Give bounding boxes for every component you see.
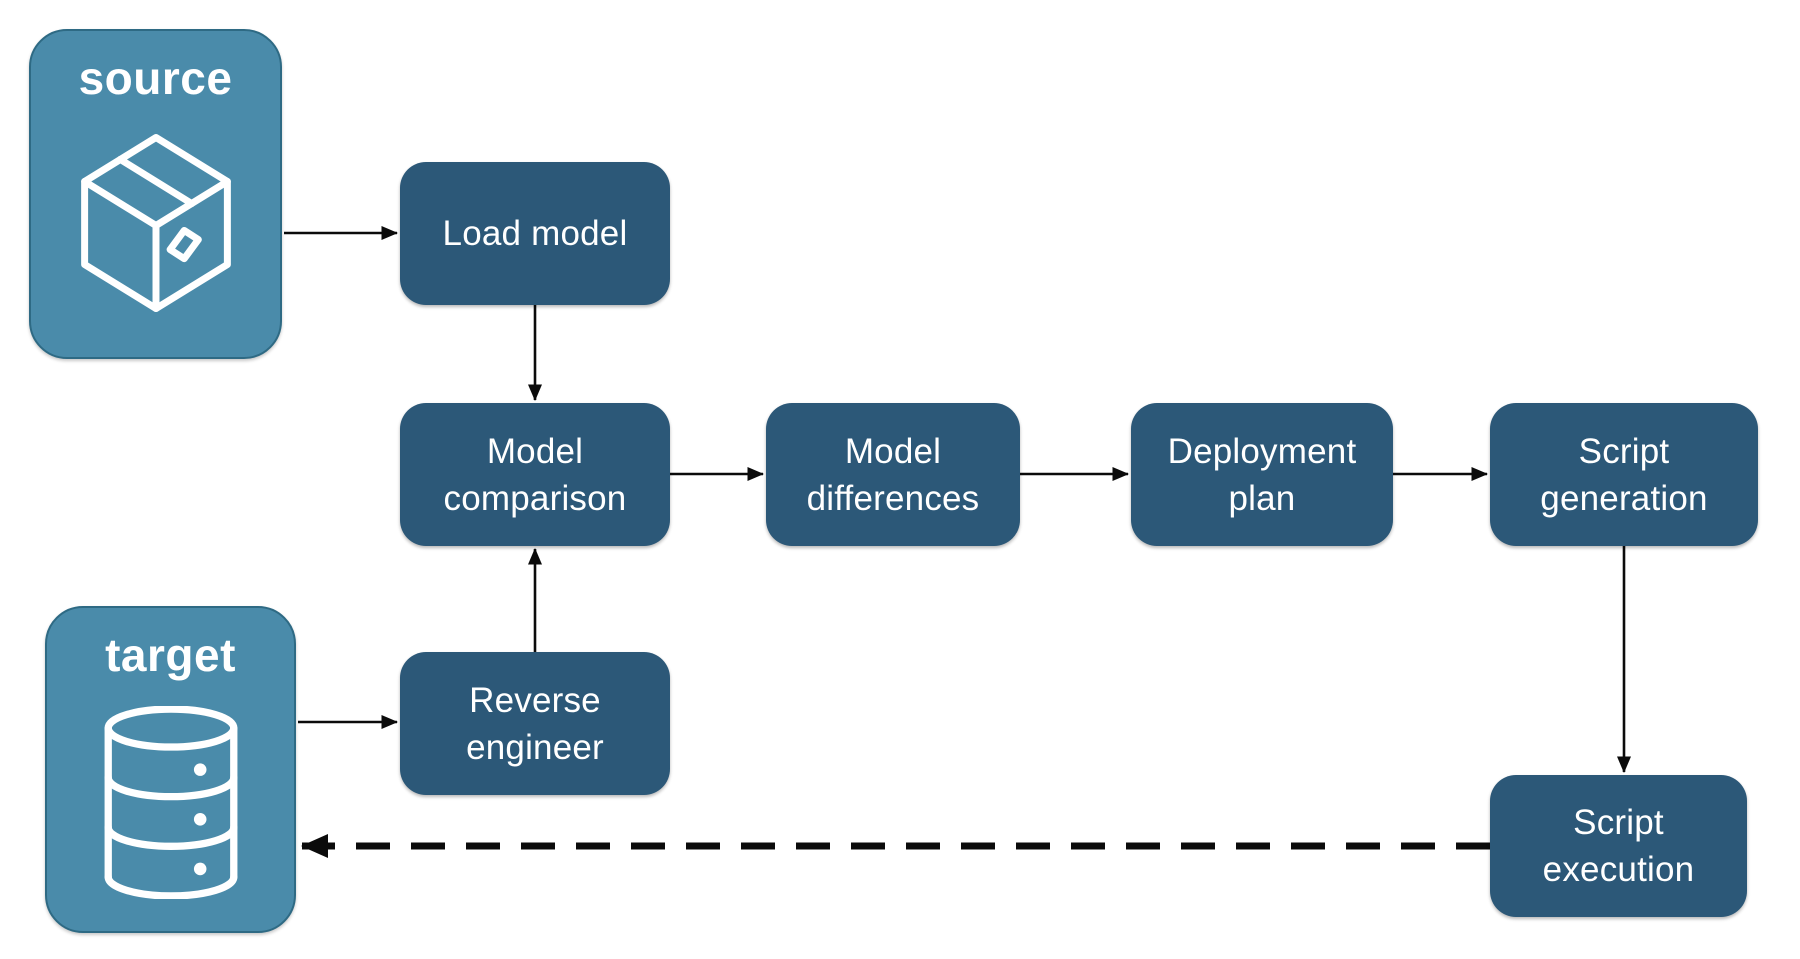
target-label: target xyxy=(105,629,236,681)
node-script-execution: Script execution xyxy=(1490,775,1747,917)
node-reverse-engineer: Reverse engineer xyxy=(400,652,670,795)
load-model-label: Load model xyxy=(442,214,628,253)
node-model-comparison: Model comparison xyxy=(400,403,670,546)
reverse-engineer-label: Reverse engineer xyxy=(466,680,604,767)
node-deployment-plan: Deployment plan xyxy=(1131,403,1393,546)
node-model-differences: Model differences xyxy=(766,403,1020,546)
node-script-generation: Script generation xyxy=(1490,403,1758,546)
model-differences-label: Model differences xyxy=(806,431,980,518)
model-comparison-label: Model comparison xyxy=(443,431,627,518)
script-generation-label: Script generation xyxy=(1540,431,1708,518)
database-icon xyxy=(104,706,237,899)
deployment-plan-label: Deployment plan xyxy=(1167,431,1357,518)
source-label: source xyxy=(78,52,233,104)
node-target: target xyxy=(45,606,296,933)
node-source: source xyxy=(29,29,282,359)
node-load-model: Load model xyxy=(400,162,670,305)
script-execution-label: Script execution xyxy=(1542,803,1695,889)
package-icon xyxy=(80,134,231,312)
